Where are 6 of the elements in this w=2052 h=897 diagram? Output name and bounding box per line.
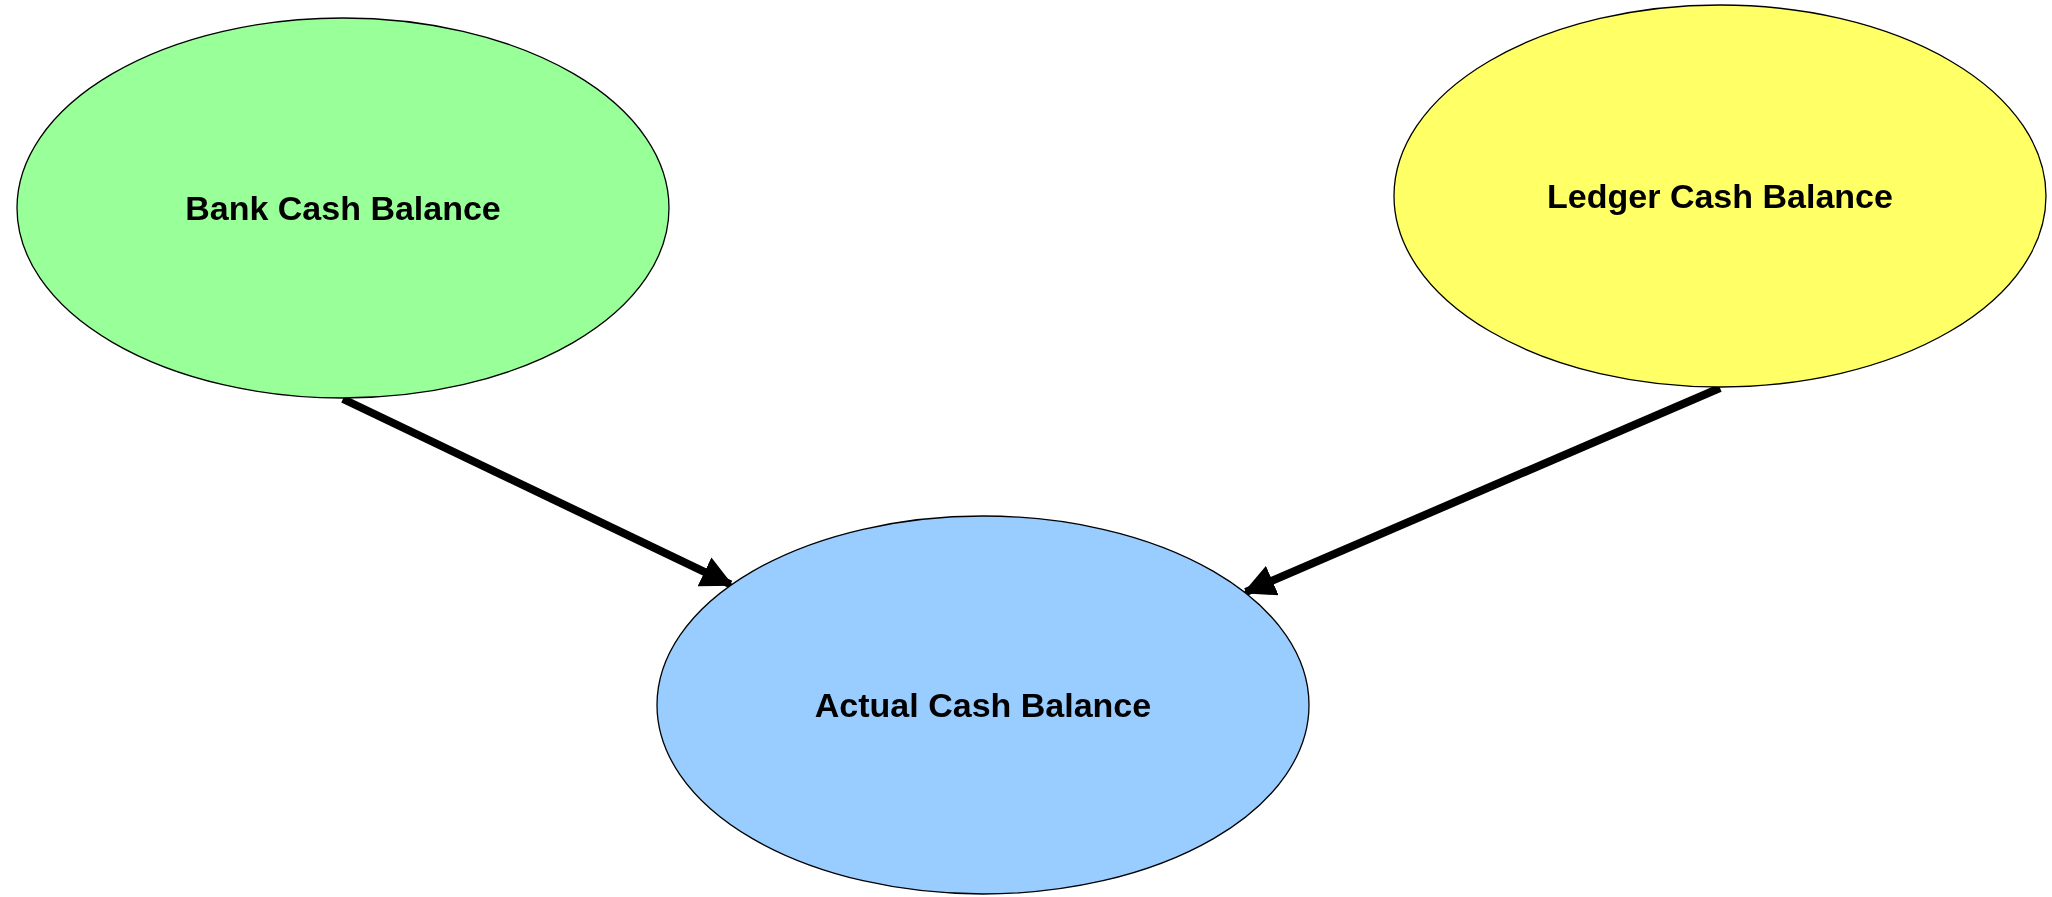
ellipse-node xyxy=(1393,4,2047,388)
node-label: Bank Cash Balance xyxy=(185,188,501,228)
ellipse-node xyxy=(656,515,1310,895)
node-label: Actual Cash Balance xyxy=(814,685,1152,725)
ellipse-node xyxy=(16,17,670,399)
node-label: Ledger Cash Balance xyxy=(1547,176,1893,216)
